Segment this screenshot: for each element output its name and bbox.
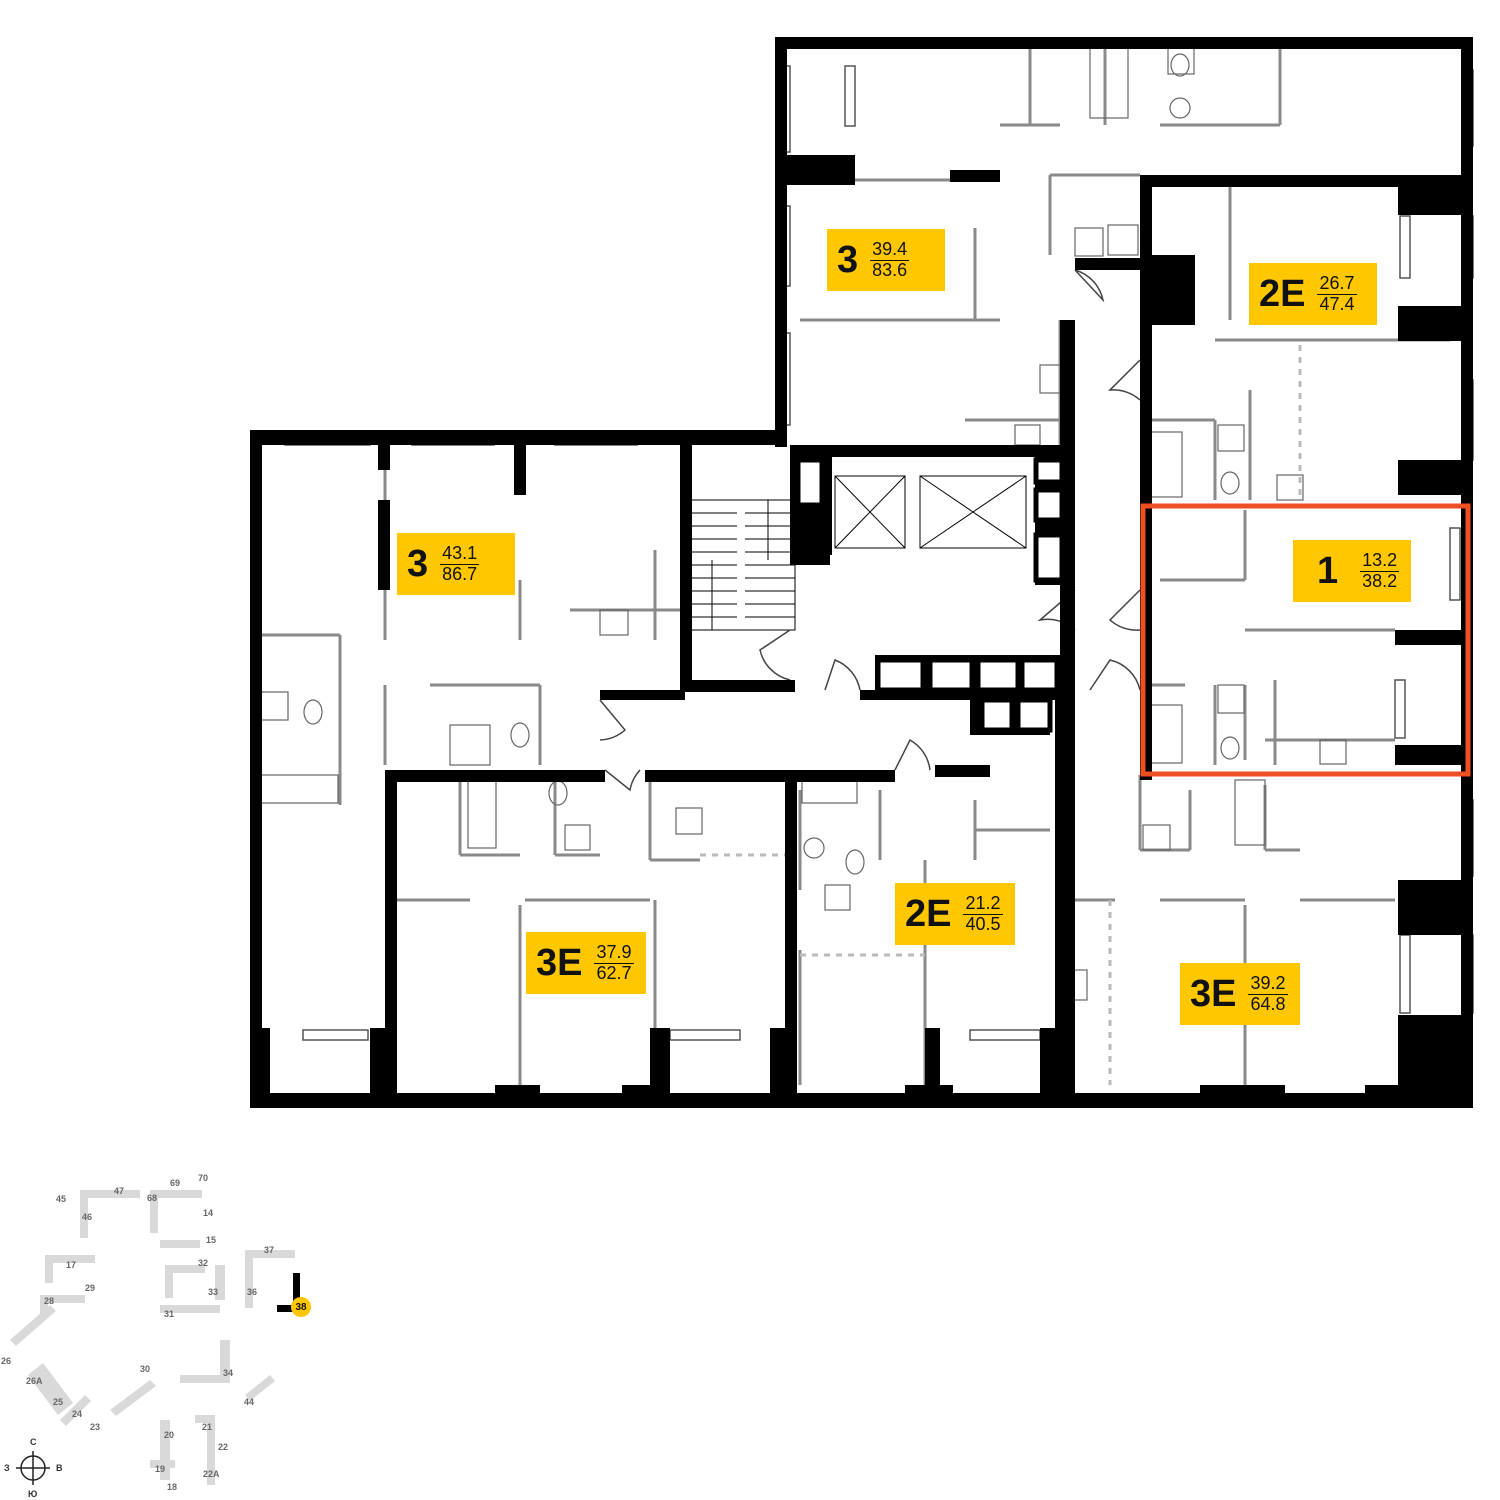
current-building — [277, 1273, 300, 1312]
unit-total-area: 83.6 — [872, 259, 908, 280]
building-number: 68 — [147, 1193, 158, 1203]
building-number: 46 — [82, 1212, 93, 1222]
unit-living-area: 39.2 — [1248, 972, 1288, 995]
unit-total-area: 64.8 — [1250, 993, 1286, 1014]
unit-rooms: 2E — [1259, 273, 1306, 315]
building-number: 18 — [167, 1482, 178, 1492]
building-number: 36 — [247, 1287, 258, 1297]
compass-west: З — [4, 1463, 10, 1473]
door-swings — [599, 269, 1141, 792]
building-number: 32 — [198, 1258, 209, 1268]
building-number: 20 — [164, 1430, 175, 1440]
building-number: 24 — [72, 1409, 83, 1419]
building-number: 28 — [44, 1296, 55, 1306]
site-map — [10, 1190, 300, 1485]
building-number: 29 — [85, 1283, 96, 1293]
building-number: 70 — [198, 1173, 209, 1183]
selected-apartment-outline[interactable] — [1140, 503, 1471, 777]
current-building-marker: 38 — [291, 1297, 311, 1317]
compass-south: Ю — [28, 1489, 38, 1499]
compass-east: В — [56, 1463, 63, 1473]
unit-living-area: 26.7 — [1317, 272, 1357, 295]
building-number: 45 — [56, 1194, 67, 1204]
building-number: 19 — [155, 1464, 166, 1474]
unit-rooms: 3 — [407, 543, 429, 585]
unit-living-area: 13.2 — [1360, 549, 1400, 572]
building-number: 30 — [140, 1364, 151, 1374]
building-number: 69 — [170, 1178, 181, 1188]
building-number: 31 — [164, 1309, 175, 1319]
building-number: 21 — [202, 1422, 213, 1432]
building-number: 25 — [53, 1397, 64, 1407]
stair-core — [687, 475, 1027, 631]
building-number: 15 — [206, 1235, 217, 1245]
unit-living-area: 21.2 — [963, 892, 1003, 915]
unit-rooms: 3E — [536, 942, 583, 984]
building-number: 47 — [114, 1186, 125, 1196]
unit-living-area: 43.1 — [440, 542, 480, 565]
unit-living-area: 37.9 — [594, 941, 634, 964]
building-number: 22 — [218, 1442, 229, 1452]
building-number: 23 — [90, 1422, 101, 1432]
unit-total-area: 62.7 — [596, 962, 632, 983]
building-number: 34 — [223, 1368, 234, 1378]
building-number: 37 — [264, 1245, 275, 1255]
building-number: 26A — [26, 1376, 43, 1386]
building-number: 14 — [203, 1208, 214, 1218]
unit-rooms: 3E — [1190, 973, 1237, 1015]
unit-total-area: 86.7 — [442, 563, 478, 584]
unit-rooms: 3 — [837, 239, 859, 281]
unit-total-area: 40.5 — [965, 913, 1001, 934]
compass-icon — [16, 1451, 50, 1485]
building-number: 44 — [244, 1397, 255, 1407]
unit-total-area: 38.2 — [1362, 570, 1398, 591]
unit-rooms: 2E — [905, 893, 952, 935]
unit-living-area: 39.4 — [870, 238, 910, 261]
compass-north: С — [30, 1437, 37, 1447]
unit-total-area: 47.4 — [1319, 293, 1355, 314]
building-number: 22A — [203, 1469, 220, 1479]
building-number: 33 — [208, 1287, 219, 1297]
building-number: 17 — [66, 1260, 77, 1270]
building-number: 26 — [1, 1356, 12, 1366]
unit-rooms: 1 — [1317, 550, 1339, 592]
